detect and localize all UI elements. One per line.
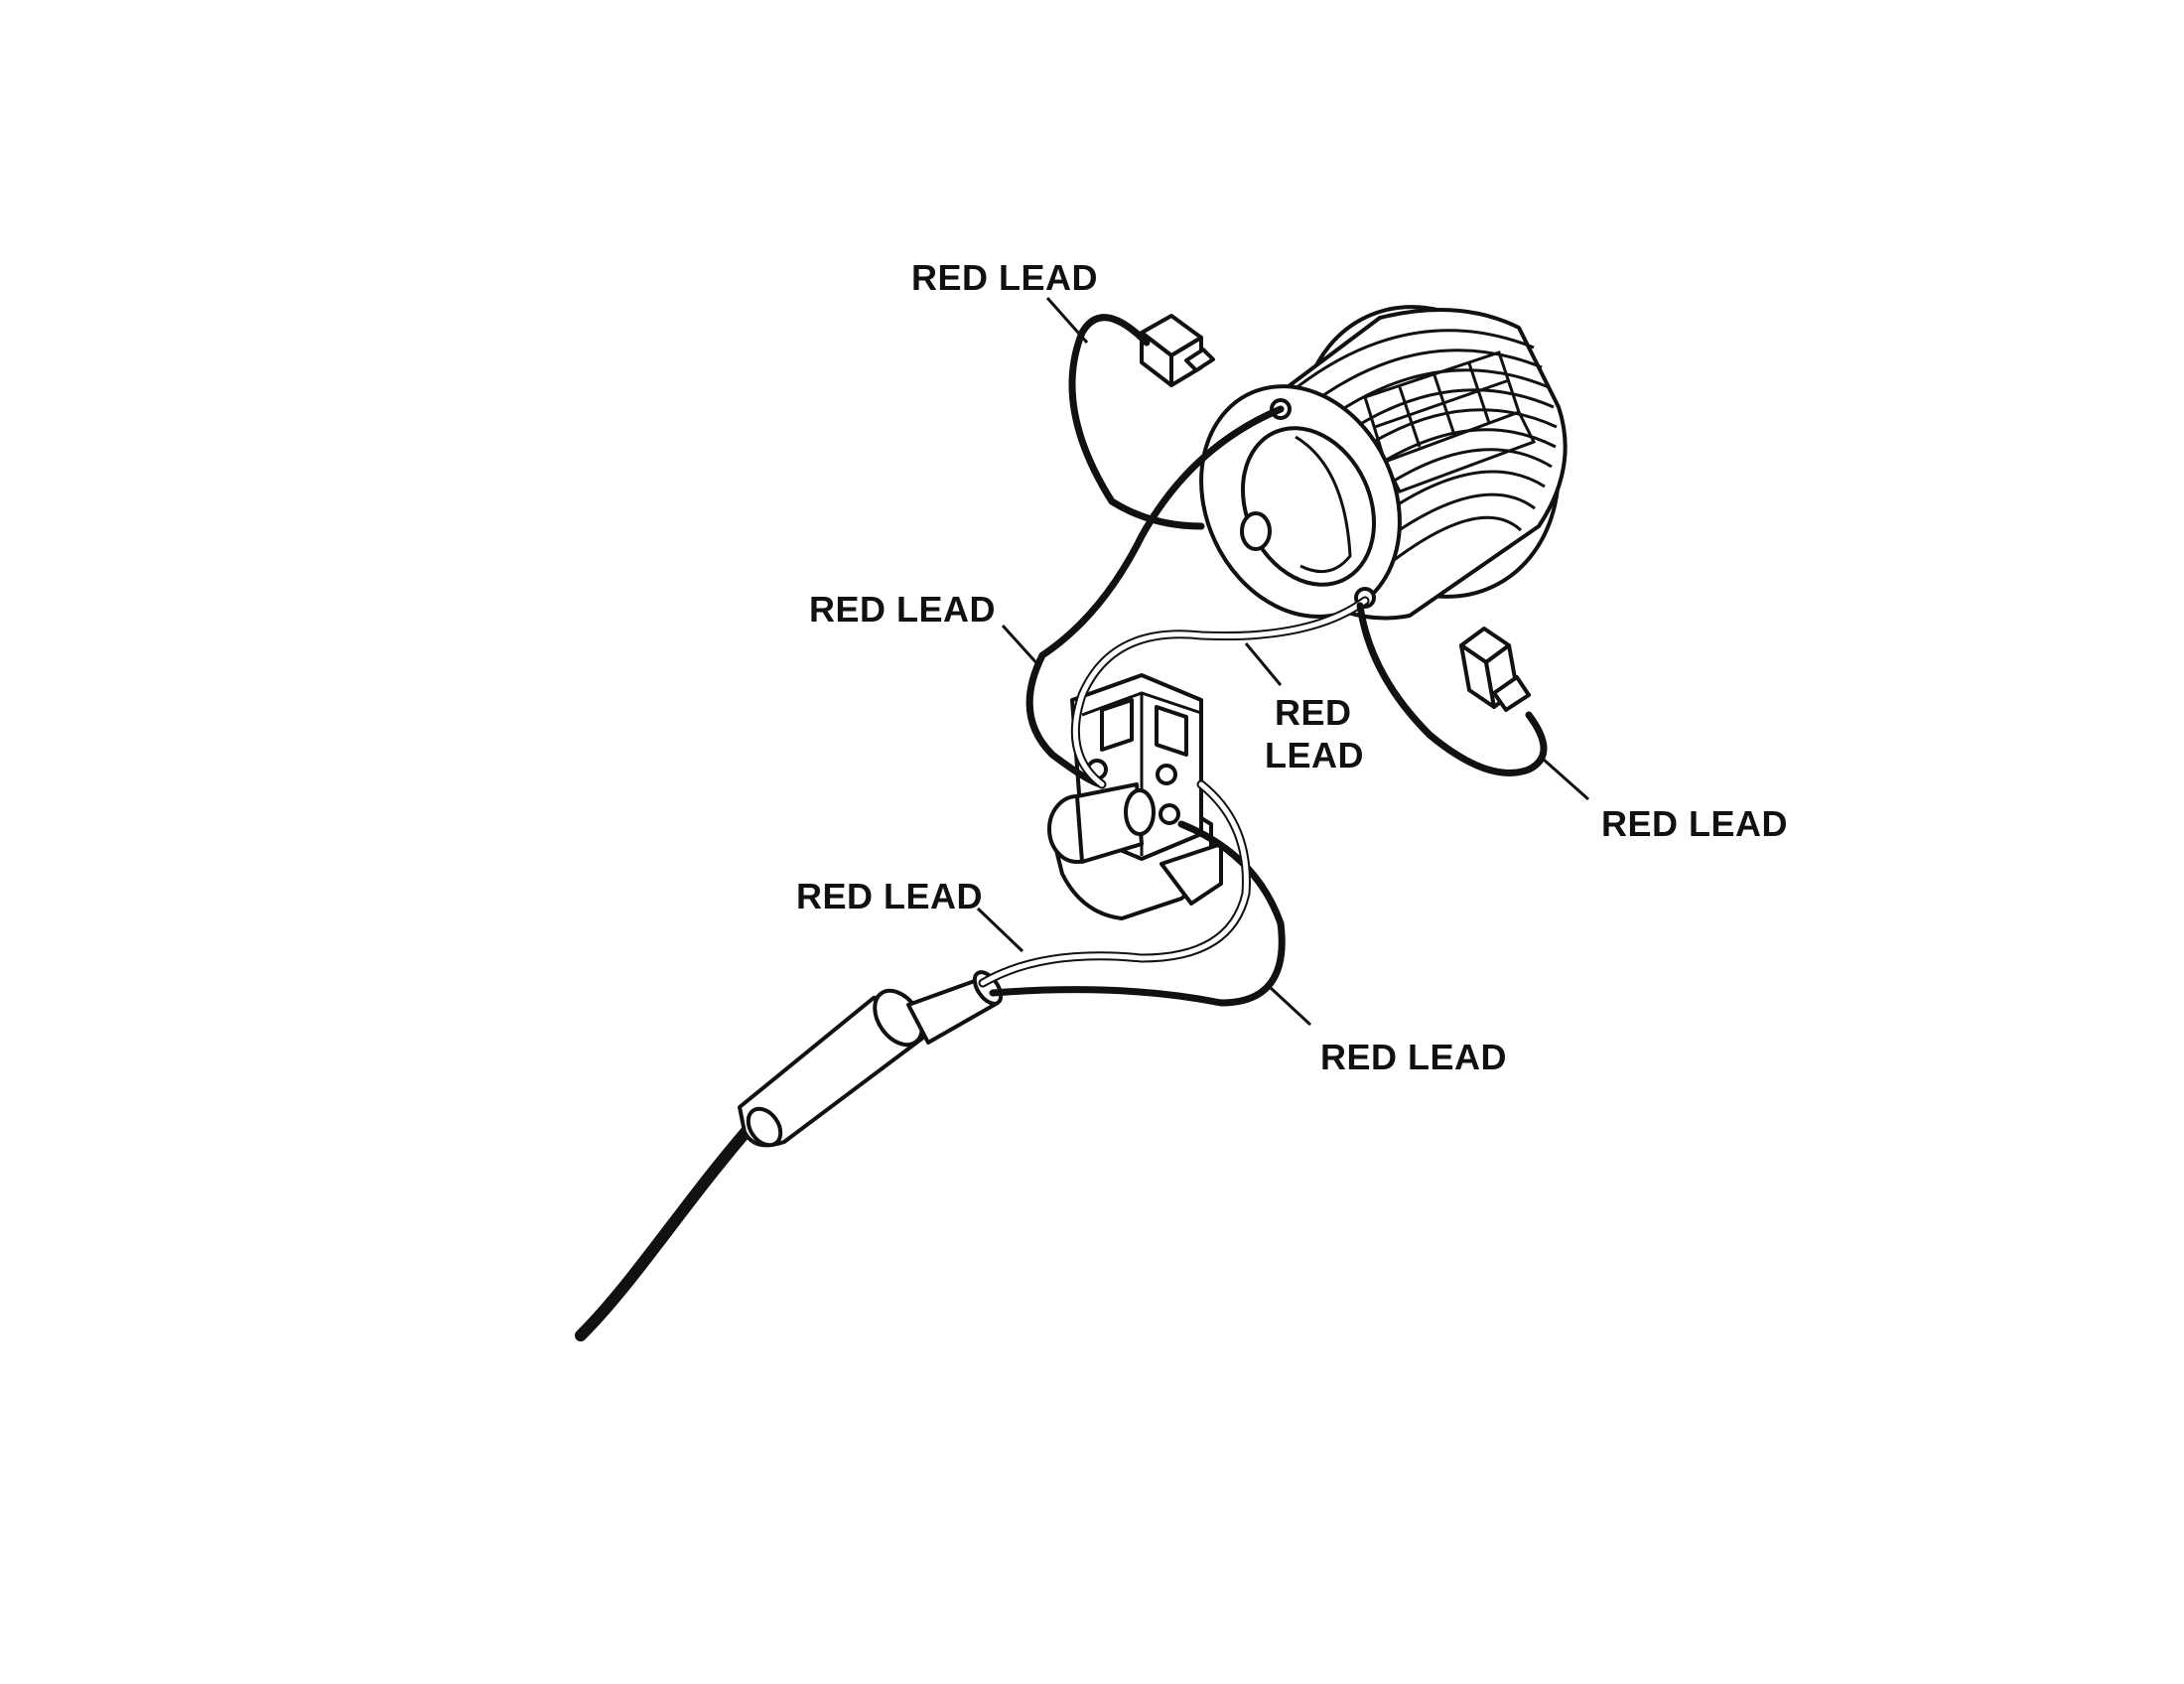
right-connector	[1459, 627, 1531, 712]
top-connector	[1140, 314, 1215, 387]
wire-switch-lead-left	[1025, 405, 1285, 788]
wire-top-lead	[1068, 314, 1205, 530]
wire-right-lead	[1356, 602, 1548, 776]
label-red-lead-white-line1: RED	[1275, 692, 1352, 733]
label-red-lead-switch-left: RED LEAD	[809, 589, 996, 630]
labels: RED LEAD RED LEAD RED LEAD RED LEAD RED …	[796, 257, 1788, 1077]
wire-cord-white	[980, 781, 1249, 986]
label-red-lead-cord-white: RED LEAD	[796, 876, 983, 916]
field-coil-windings	[1363, 351, 1537, 493]
leader-5	[976, 907, 1024, 953]
label-red-lead-white-line2: LEAD	[1265, 735, 1364, 775]
label-red-lead-right: RED LEAD	[1601, 803, 1788, 844]
wires	[978, 314, 1548, 1007]
leader-3	[1244, 642, 1283, 686]
power-cord	[575, 970, 1004, 1341]
label-red-lead-top: RED LEAD	[911, 257, 1098, 298]
leader-2	[1001, 624, 1042, 669]
leader-1	[1045, 297, 1089, 344]
cord-cable	[575, 1116, 760, 1341]
leader-4	[1543, 758, 1589, 801]
label-red-lead-cord-black: RED LEAD	[1320, 1037, 1507, 1077]
motor-field-assembly	[1199, 305, 1568, 621]
leader-6	[1269, 986, 1312, 1027]
leader-lines	[976, 297, 1589, 1027]
coil-end-loop	[1295, 435, 1352, 574]
mounting-boss	[1240, 511, 1272, 551]
wire-switch-lead-white	[1072, 598, 1368, 787]
switch-assembly	[1047, 673, 1223, 920]
